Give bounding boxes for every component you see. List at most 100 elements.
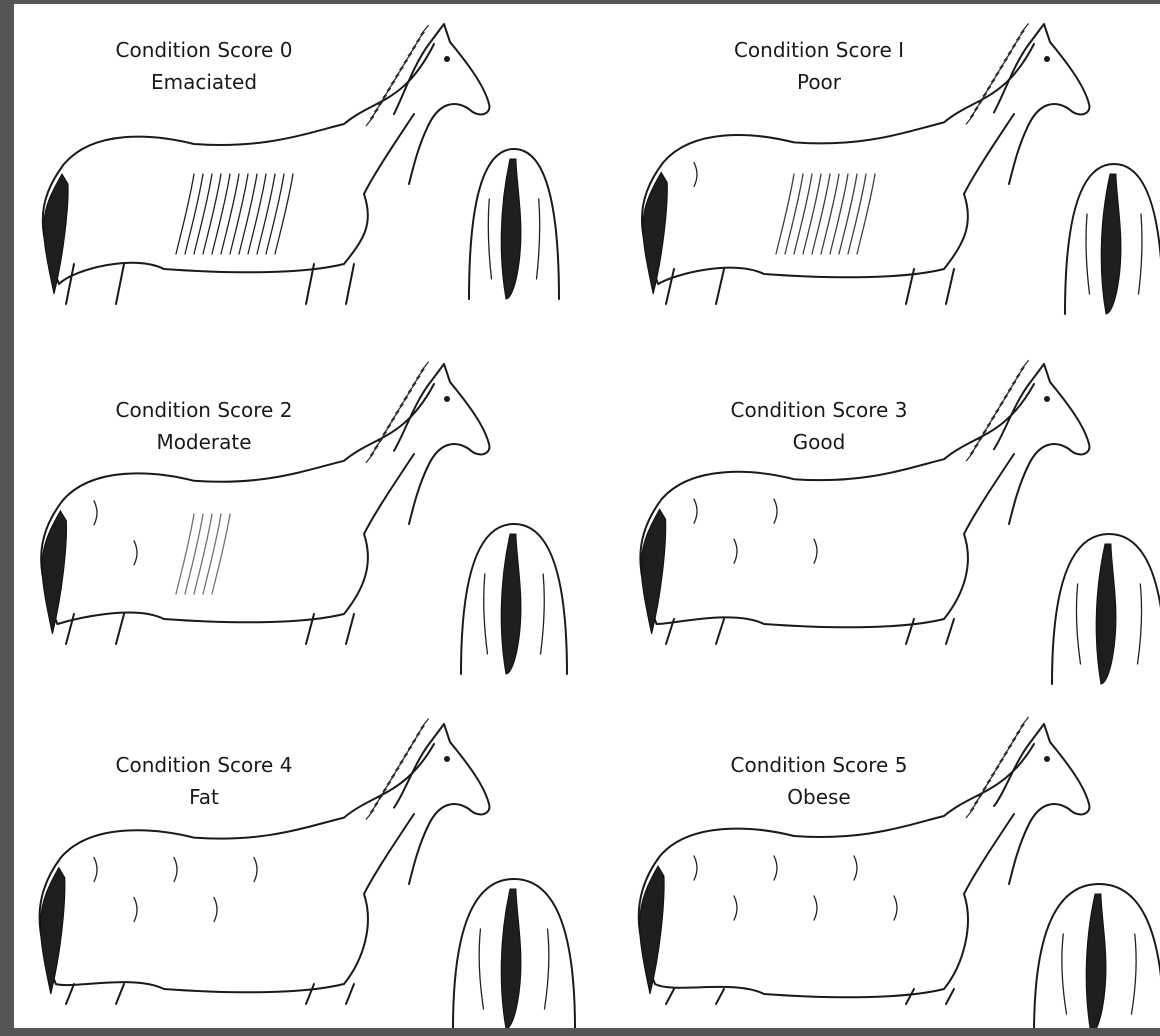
horse-body-outline xyxy=(41,384,434,624)
hip-line xyxy=(541,574,545,654)
horse-head-outline xyxy=(994,364,1089,524)
rib-line xyxy=(257,174,275,254)
mane-stroke xyxy=(1012,37,1020,47)
hip-line xyxy=(1132,934,1137,1014)
mane-stroke xyxy=(1004,388,1012,398)
mane-stroke xyxy=(400,60,408,70)
fat-crease-mark xyxy=(214,898,217,922)
rib-line xyxy=(212,174,230,254)
horse-rear-view-illustration xyxy=(1044,144,1160,324)
rib-line xyxy=(785,174,803,254)
mane-stroke xyxy=(400,754,408,764)
mane-stroke xyxy=(395,67,403,77)
fat-crease-mark xyxy=(774,499,777,523)
rib-line xyxy=(203,514,221,594)
hind-leg xyxy=(716,269,724,304)
mane-stroke xyxy=(970,444,978,454)
mane-stroke xyxy=(1004,745,1012,755)
rib-line xyxy=(203,174,221,254)
mane-stroke xyxy=(1012,731,1020,741)
fat-crease-mark xyxy=(774,856,777,880)
rib-line xyxy=(212,514,230,594)
mane-stroke xyxy=(970,801,978,811)
mane-stroke xyxy=(1021,360,1029,370)
mane-stroke xyxy=(966,451,974,461)
mane-stroke xyxy=(404,53,412,63)
hip-line xyxy=(1138,584,1142,664)
hip-line xyxy=(1062,934,1067,1014)
hip-line xyxy=(488,199,491,279)
mane-stroke xyxy=(366,453,374,463)
fore-leg xyxy=(306,614,314,644)
rib-line xyxy=(176,174,194,254)
horse-body-outline xyxy=(639,744,1034,997)
mane-stroke xyxy=(995,402,1003,412)
mane-stroke xyxy=(991,766,999,776)
fat-crease-mark xyxy=(814,896,817,920)
hind-leg xyxy=(666,269,674,304)
horse-body-outline xyxy=(642,44,1034,284)
mane-stroke xyxy=(1008,381,1016,391)
rib-line xyxy=(176,514,194,594)
mane-stroke xyxy=(391,768,399,778)
fat-crease-mark xyxy=(854,856,857,880)
mane-stroke xyxy=(1021,717,1029,727)
rib-line xyxy=(794,174,812,254)
hip-line xyxy=(1076,584,1080,664)
fore-leg xyxy=(946,269,954,304)
mane-stroke xyxy=(400,397,408,407)
fore-leg xyxy=(906,619,914,644)
hind-leg xyxy=(66,984,74,1004)
fore-leg xyxy=(946,619,954,644)
mane-stroke xyxy=(387,81,395,91)
mane-stroke xyxy=(1000,752,1008,762)
rib-line xyxy=(830,174,848,254)
mane-stroke xyxy=(412,39,420,49)
rib-line xyxy=(839,174,857,254)
horse-rear-view-illustration xyxy=(1039,514,1160,694)
mane-stroke xyxy=(395,761,403,771)
mane-stroke xyxy=(416,369,424,379)
horse-eye-icon xyxy=(444,396,450,402)
rib-line xyxy=(185,174,203,254)
mane-stroke xyxy=(987,79,995,89)
horse-rear-view-illustration xyxy=(444,504,584,684)
mane-stroke xyxy=(366,810,374,820)
mane-stroke xyxy=(1021,23,1029,33)
fore-leg xyxy=(346,264,354,304)
mane-stroke xyxy=(408,740,416,750)
fore-leg xyxy=(306,984,314,1004)
mane-stroke xyxy=(1008,44,1016,54)
mane-stroke xyxy=(991,72,999,82)
horse-head-outline xyxy=(394,364,489,524)
mane-stroke xyxy=(987,416,995,426)
mane-stroke xyxy=(387,418,395,428)
mane-stroke xyxy=(412,733,420,743)
hind-leg xyxy=(716,619,724,644)
mane-stroke xyxy=(1016,367,1024,377)
mane-stroke xyxy=(408,383,416,393)
fat-crease-mark xyxy=(134,898,137,922)
fat-crease-mark xyxy=(694,499,697,523)
hip-line xyxy=(484,574,488,654)
mane-stroke xyxy=(391,74,399,84)
hind-leg xyxy=(116,264,124,304)
rib-line xyxy=(812,174,830,254)
mane-stroke xyxy=(966,114,974,124)
rib-line xyxy=(266,174,284,254)
hip-line xyxy=(545,929,549,1009)
mane-stroke xyxy=(995,65,1003,75)
mane-stroke xyxy=(416,726,424,736)
fat-crease-mark xyxy=(734,539,737,563)
fat-crease-mark xyxy=(94,858,97,882)
fat-crease-mark xyxy=(134,541,137,565)
mane-stroke xyxy=(366,116,374,126)
hind-leg xyxy=(66,264,74,304)
rib-line xyxy=(248,174,266,254)
fat-crease-mark xyxy=(94,501,97,525)
fat-crease-mark xyxy=(894,896,897,920)
mane-stroke xyxy=(391,411,399,421)
mane-stroke xyxy=(387,775,395,785)
rib-line xyxy=(275,174,293,254)
mane-stroke xyxy=(995,759,1003,769)
